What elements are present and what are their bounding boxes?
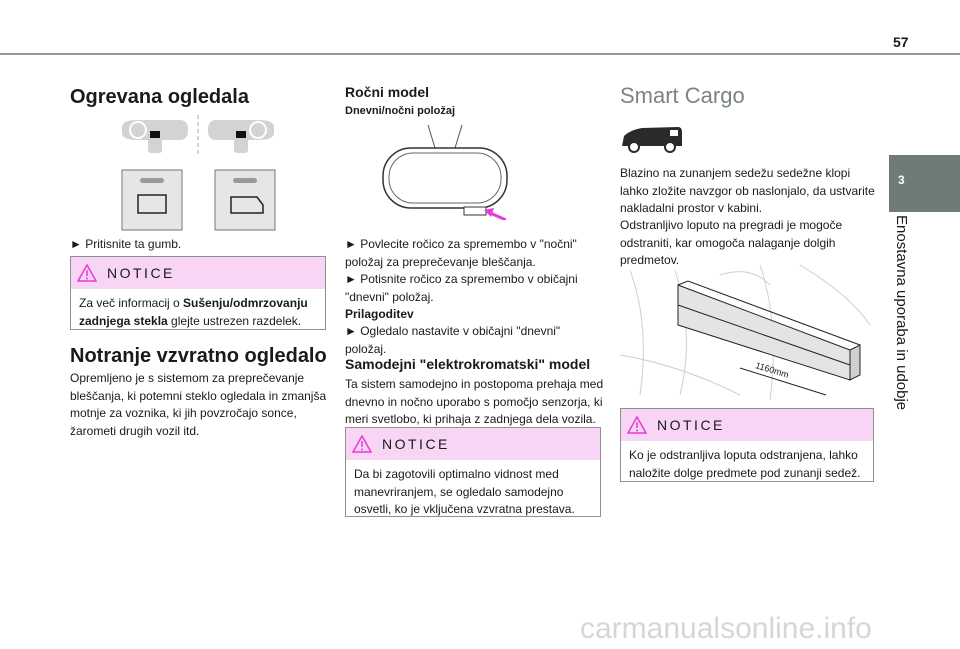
- instruction-step-night: ► Povlecite ročico za spremembo v "nočni…: [345, 237, 577, 269]
- watermark: carmanualsonline.info: [580, 612, 872, 645]
- notice-label: NOTICE: [657, 417, 725, 433]
- paragraph: Odstranljivo loputo na pregradi je mogoč…: [620, 218, 843, 267]
- instruction-step: ► Pritisnite ta gumb.: [70, 237, 182, 251]
- notice-label: NOTICE: [382, 436, 450, 452]
- rearview-mirror-illustration: [382, 124, 508, 220]
- subsection-subtitle: Dnevni/nočni položaj: [345, 105, 456, 117]
- section-title: Ogrevana ogledala: [70, 86, 249, 108]
- header-rule: [0, 53, 960, 55]
- warning-icon: [352, 435, 372, 453]
- chapter-title: Enostavna uporaba in udobje: [893, 215, 910, 411]
- notice-box: NOTICE Da bi zagotovili optimalno vidnos…: [345, 427, 601, 517]
- section-title: Smart Cargo: [620, 83, 745, 108]
- notice-text: Ko je odstranljiva loputa odstranjena, l…: [629, 448, 861, 480]
- notice-text: Za več informacij o Sušenju/odmrzovanju …: [79, 296, 308, 328]
- section-heading: Notranje vzvratno ogledalo: [70, 345, 327, 367]
- notice-box: NOTICE Za več informacij o Sušenju/odmrz…: [70, 256, 326, 330]
- notice-text: Da bi zagotovili optimalno vidnost med m…: [354, 467, 575, 516]
- instruction-step-day: ► Potisnite ročico za spremembo v običaj…: [345, 272, 578, 304]
- page-number: 57: [893, 34, 909, 50]
- heated-mirror-buttons-illustration: [121, 115, 276, 231]
- van-icon: [622, 127, 682, 153]
- notice-label: NOTICE: [107, 265, 175, 281]
- adjust-label: Prilagoditev: [345, 307, 414, 321]
- warning-icon: [77, 264, 97, 282]
- warning-icon: [627, 416, 647, 434]
- section-heading: Samodejni "elektrokromatski" model: [345, 356, 591, 372]
- subsection-title: Ročni model: [345, 84, 430, 100]
- notice-box: NOTICE Ko je odstranljiva loputa odstran…: [620, 408, 874, 482]
- paragraph: Opremljeno je s sistemom za preprečevanj…: [70, 371, 327, 438]
- instruction-step-adjust: ► Ogledalo nastavite v običajni "dnevni"…: [345, 324, 561, 356]
- chapter-tab[interactable]: 3: [889, 155, 960, 212]
- smart-cargo-illustration: 1160mm: [620, 265, 873, 400]
- paragraph: Blazino na zunanjem sedežu sedežne klopi…: [620, 166, 875, 215]
- paragraph: Ta sistem samodejno in postopoma prehaja…: [345, 377, 604, 426]
